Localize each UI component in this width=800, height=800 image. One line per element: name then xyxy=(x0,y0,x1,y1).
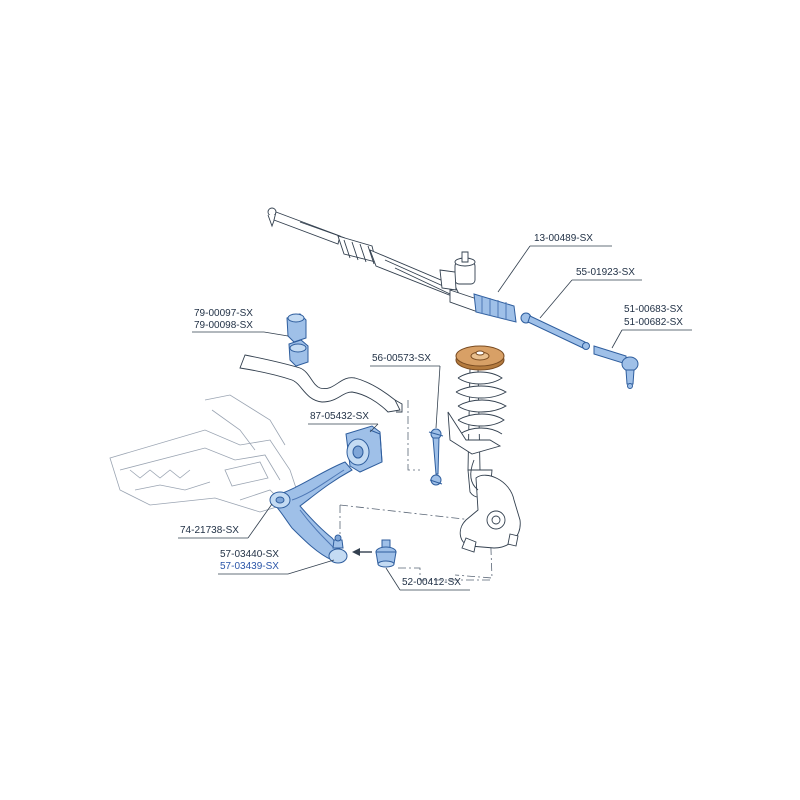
label-87-05432[interactable]: 87-05432-SX xyxy=(310,411,369,422)
rack-boot-part xyxy=(473,293,517,323)
label-55-01923[interactable]: 55-01923-SX xyxy=(576,267,635,278)
ball-joint-part xyxy=(375,539,397,568)
steering-rack-drawing xyxy=(267,207,481,313)
label-74-21738[interactable]: 74-21738-SX xyxy=(180,525,239,536)
label-79-00097[interactable]: 79-00097-SX xyxy=(194,308,253,319)
stabilizer-link-part xyxy=(428,428,444,486)
arm-bush-part xyxy=(345,425,383,473)
label-57-03440[interactable]: 57-03440-SX xyxy=(220,549,279,560)
label-51-00682[interactable]: 51-00682-SX xyxy=(624,317,683,328)
label-79-00098[interactable]: 79-00098-SX xyxy=(194,320,253,331)
control-arm-part xyxy=(269,461,353,564)
label-52-00412[interactable]: 52-00412-SX xyxy=(402,577,461,588)
label-51-00683[interactable]: 51-00683-SX xyxy=(624,304,683,315)
strut-assembly-drawing xyxy=(447,367,521,553)
stabilizer-bushes-part xyxy=(286,313,309,367)
strut-mount-part xyxy=(455,345,505,371)
label-13-00489[interactable]: 13-00489-SX xyxy=(534,233,593,244)
stabilizer-bar-drawing xyxy=(239,354,403,413)
tie-rod-end-part xyxy=(593,345,639,389)
subframe-outline xyxy=(109,394,301,513)
label-57-03439[interactable]: 57-03439-SX xyxy=(220,561,279,572)
leader-lines xyxy=(178,245,692,591)
install-arrow xyxy=(352,548,372,556)
inner-tie-rod-part xyxy=(520,312,590,350)
guide-lines xyxy=(339,400,493,581)
label-56-00573[interactable]: 56-00573-SX xyxy=(372,353,431,364)
